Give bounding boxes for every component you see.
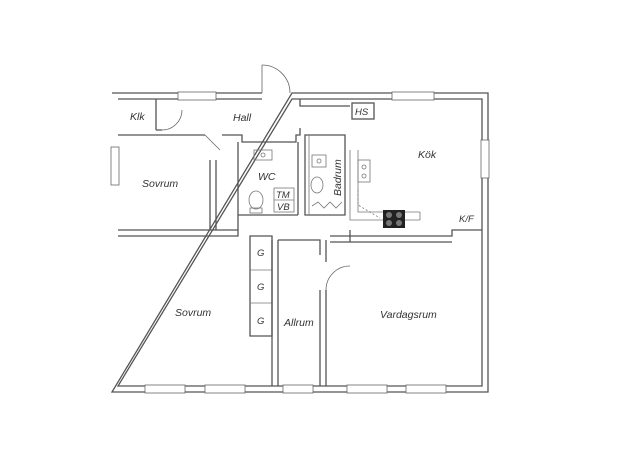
- windows: [110, 91, 490, 394]
- window-left-sovrum: [110, 146, 120, 186]
- interior-walls: [118, 99, 482, 386]
- label-closet-g2: G: [257, 282, 264, 293]
- label-kf: K/F: [459, 214, 475, 225]
- fixtures: [248, 149, 405, 228]
- label-sovrum-large: Sovrum: [175, 307, 211, 319]
- window-bottom-1: [144, 384, 186, 394]
- window-top-kitchen: [391, 91, 435, 101]
- label-allrum: Allrum: [283, 317, 314, 329]
- label-klk: Klk: [130, 111, 145, 123]
- label-tm: TM: [276, 190, 290, 201]
- label-hall: Hall: [233, 112, 252, 124]
- bathroom-toilet-icon: [310, 176, 324, 194]
- label-kok: Kök: [418, 149, 437, 161]
- stove-icon: [383, 210, 405, 228]
- label-closet-g3: G: [257, 316, 264, 327]
- bathroom-sink-icon: [311, 154, 327, 168]
- kitchen-sink-icon: [357, 159, 371, 183]
- window-bottom-2: [204, 384, 246, 394]
- window-bottom-3: [282, 384, 314, 394]
- label-wc: WC: [258, 171, 276, 183]
- window-top-left: [177, 91, 217, 101]
- window-bottom-5: [405, 384, 447, 394]
- entrance-door: [261, 64, 291, 94]
- label-badrum: Badrum: [332, 159, 344, 196]
- wc-sink-icon: [253, 149, 273, 161]
- label-sovrum-small: Sovrum: [142, 178, 178, 190]
- window-right-kitchen: [480, 139, 490, 179]
- label-vb: VB: [277, 202, 290, 213]
- label-vardagsrum: Vardagsrum: [380, 309, 437, 321]
- window-bottom-4: [346, 384, 388, 394]
- label-closet-g1: G: [257, 248, 264, 259]
- label-hs: HS: [355, 107, 369, 118]
- shower-icon: [311, 201, 343, 209]
- toilet-icon: [248, 190, 264, 210]
